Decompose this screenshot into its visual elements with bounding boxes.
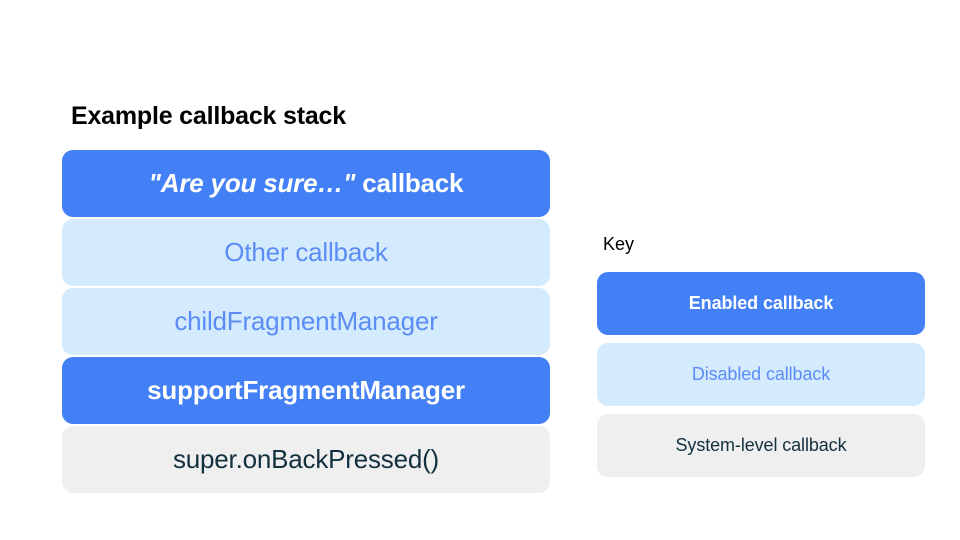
stack-item-label-quoted: "Are you sure…" [148,168,356,198]
key-item-label: Disabled callback [691,364,831,384]
stack-item-label: supportFragmentManager [147,375,465,405]
key-section: Key Enabled callback Disabled callback S… [597,232,925,477]
stack-item-supportfragmentmanager[interactable]: supportFragmentManager [62,357,550,424]
stack-item-label: childFragmentManager [174,306,438,336]
key-title: Key [603,234,635,254]
stack-item-childfragmentmanager[interactable]: childFragmentManager [62,288,550,355]
key-list: Enabled callback Disabled callback Syste… [597,272,925,477]
page-title: Example callback stack [71,102,346,130]
stack-item-label: super.onBackPressed() [172,444,440,474]
key-item-label: Enabled callback [688,293,834,313]
key-item-disabled-callback: Disabled callback [597,343,925,406]
stack-item-label: "Are you sure…" callback [149,168,464,199]
callback-stack-section: Example callback stack "Are you sure…" c… [62,100,550,493]
key-item-system-level-callback: System-level callback [597,414,925,477]
stack-item-other-callback[interactable]: Other callback [62,219,550,286]
key-item-label: System-level callback [675,435,847,455]
stack-item-label-plain: callback [355,168,464,198]
key-item-enabled-callback: Enabled callback [597,272,925,335]
stack-item-label: Other callback [224,237,388,267]
stack-item-super-onbackpressed[interactable]: super.onBackPressed() [62,426,550,493]
callback-stack-list: "Are you sure…" callback Other callback … [62,150,550,493]
stack-item-are-you-sure-callback[interactable]: "Are you sure…" callback [62,150,550,217]
